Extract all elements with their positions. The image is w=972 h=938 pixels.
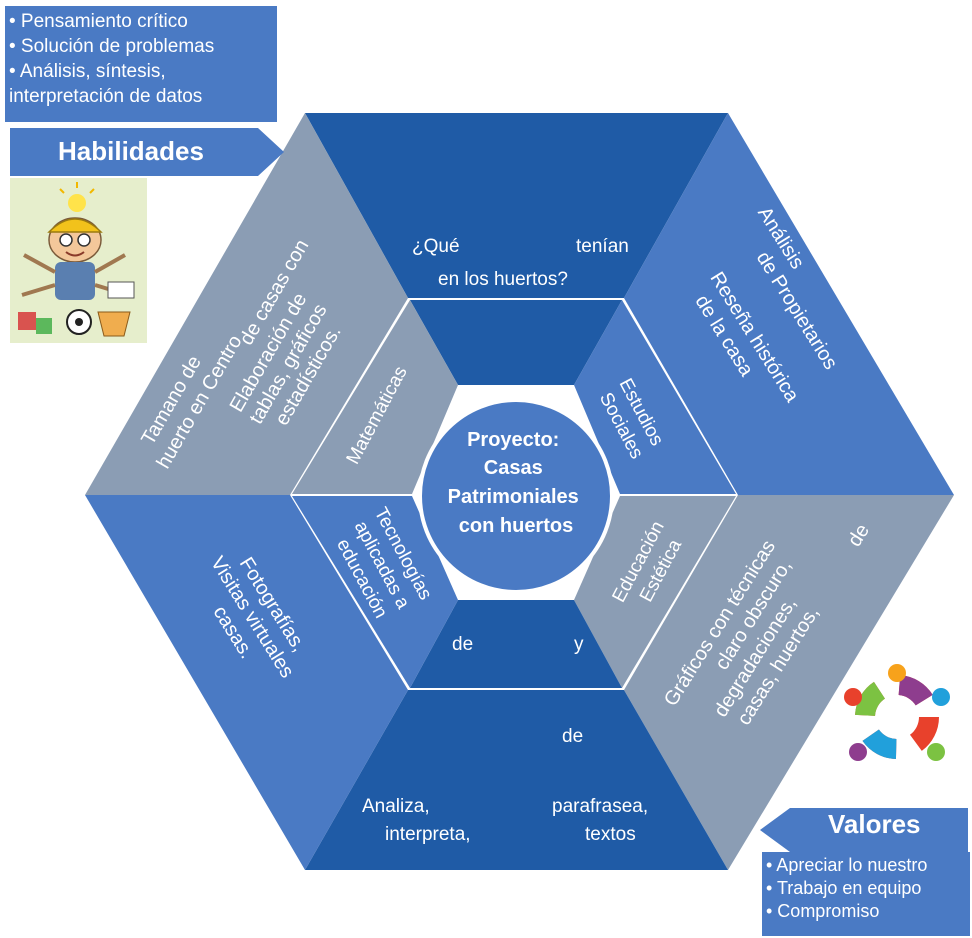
skill-item-4: interpretación de datos <box>9 86 203 107</box>
sector-top <box>305 113 728 298</box>
values-list: • Apreciar lo nuestro • Trabajo en equip… <box>762 852 970 936</box>
inner-bottom-y: y <box>574 634 584 655</box>
skill-item-1: • Pensamiento crítico <box>9 11 188 32</box>
bottom-l1-a: Analiza, <box>362 796 430 817</box>
top-q-word-2: tenían <box>576 236 629 257</box>
habilidades-title: Habilidades <box>58 136 204 166</box>
sector-bottom <box>305 690 728 870</box>
inner-lower-left <box>292 496 458 688</box>
value-item-3: • Compromiso <box>766 901 880 921</box>
top-q-line-2: en los huertos? <box>438 269 568 290</box>
bottom-l1-b: parafrasea, <box>552 796 648 817</box>
inner-upper-left <box>292 300 458 494</box>
center-line-3: Patrimoniales <box>448 486 579 508</box>
inner-top <box>410 300 622 385</box>
inner-bottom <box>410 600 622 688</box>
center-line-2: Casas <box>484 457 543 479</box>
skill-item-3: • Análisis, síntesis, <box>9 61 166 82</box>
inner-upper-right <box>574 300 736 494</box>
sector-lower-left <box>85 495 408 870</box>
svg-text:de y: de y <box>452 634 584 655</box>
top-q-word-1: ¿Qué <box>412 236 460 257</box>
sector-lower-right <box>624 495 954 870</box>
habilidades-banner <box>10 128 284 176</box>
center-line-4: con huertos <box>459 515 573 537</box>
value-item-2: • Trabajo en equipo <box>766 878 922 898</box>
kid-inventor-illustration <box>10 178 147 343</box>
bottom-l2-a: interpreta, <box>385 824 471 845</box>
bottom-de: de <box>562 726 583 747</box>
skills-list: • Pensamiento crítico • Solución de prob… <box>5 6 277 122</box>
bottom-l2-b: textos <box>585 824 636 845</box>
sector-upper-left <box>85 113 408 495</box>
center-line-1: Proyecto: <box>467 429 559 451</box>
value-item-1: • Apreciar lo nuestro <box>766 855 928 875</box>
sector-upper-right <box>624 113 954 495</box>
svg-text:de Analiza, parafrasea: de Analiza, parafrasea, interpreta, text… <box>362 726 653 845</box>
svg-text:Proyecto: Casas Patrim: Proyecto: Casas Patrimoniales con huerto… <box>448 429 585 537</box>
valores-banner <box>760 808 968 852</box>
inner-lower-right <box>574 496 736 688</box>
valores-title: Valores <box>828 809 921 839</box>
skill-item-2: • Solución de problemas <box>9 36 215 57</box>
teamwork-circle-icon <box>844 664 950 761</box>
inner-bottom-de: de <box>452 634 473 655</box>
center-circle <box>418 398 614 594</box>
svg-text:¿Qué tenían en los hue: ¿Qué tenían en los huertos? <box>412 236 634 290</box>
